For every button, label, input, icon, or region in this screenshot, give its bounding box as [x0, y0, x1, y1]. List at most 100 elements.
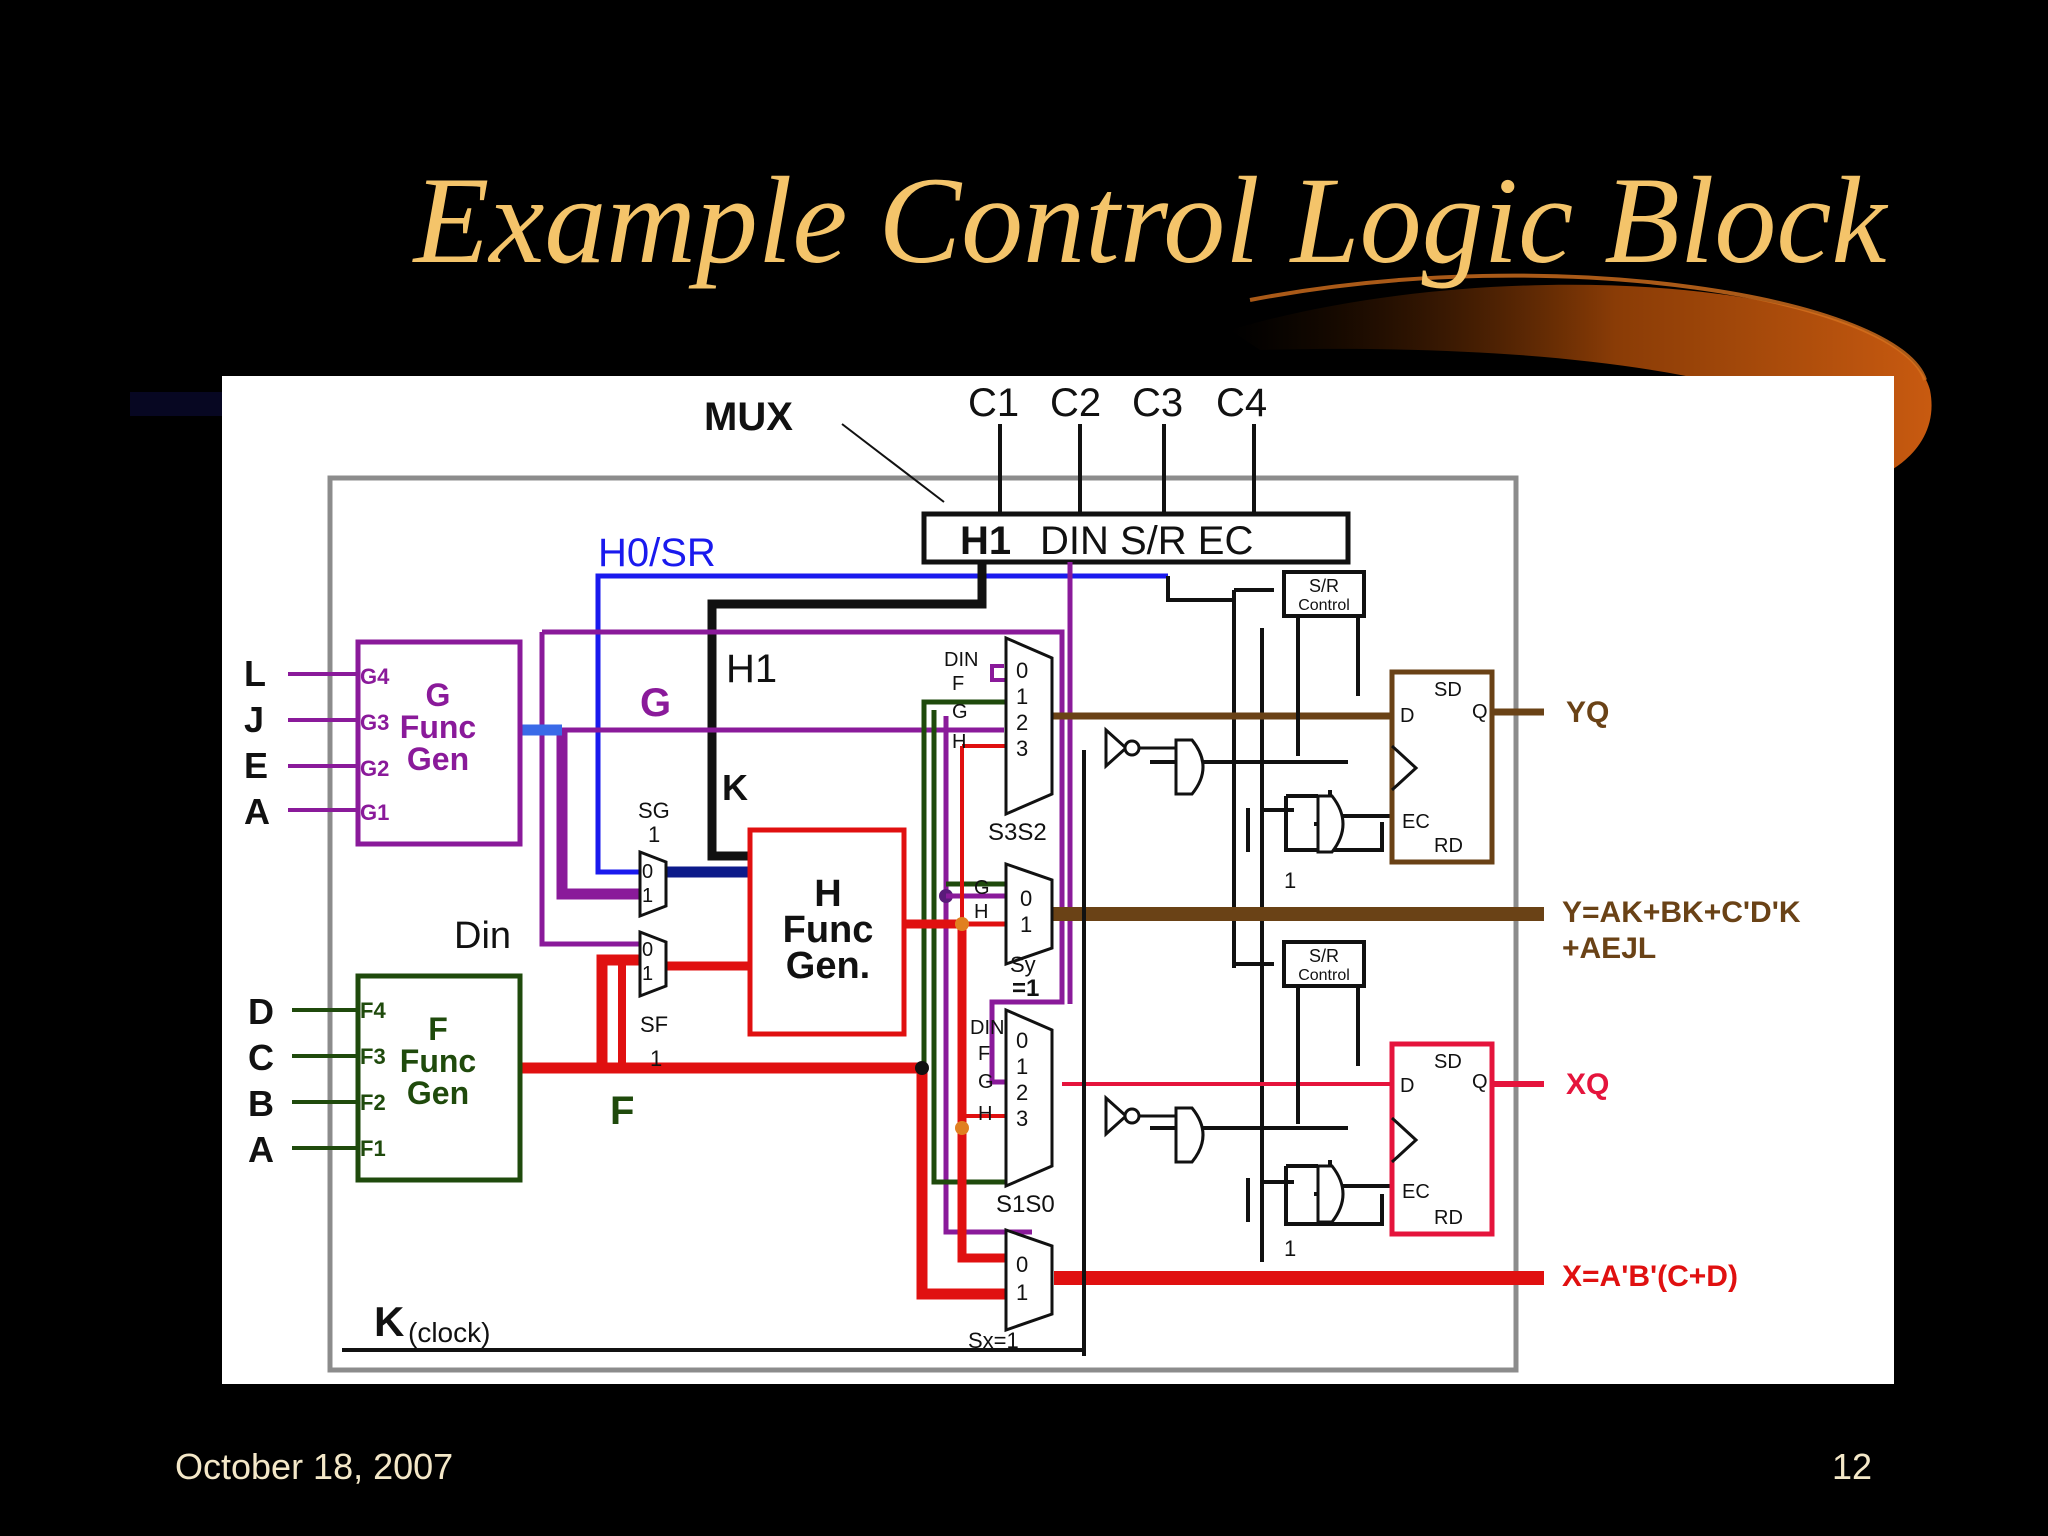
svg-text:DIN: DIN	[970, 1017, 1004, 1039]
mux-sy-label-2: =1	[1012, 975, 1039, 1002]
c4-label: C4	[1216, 381, 1267, 425]
sg-label: SG	[638, 798, 670, 823]
mux-x	[1004, 1007, 1054, 1189]
svg-text:G: G	[952, 701, 968, 723]
svg-text:Control: Control	[1298, 967, 1350, 984]
svg-text:EC: EC	[1402, 1181, 1430, 1203]
svg-text:Control: Control	[1298, 597, 1350, 614]
clb-frame	[327, 475, 1519, 1373]
ff-y-one: 1	[1284, 868, 1296, 893]
mux-sy	[1004, 861, 1054, 967]
svg-text:0: 0	[1016, 1028, 1028, 1053]
svg-text:H: H	[974, 901, 988, 923]
f-pin-f3: F3	[360, 1044, 386, 1069]
svg-text:RD: RD	[1434, 835, 1463, 857]
ff-x-one: 1	[1284, 1236, 1296, 1261]
f-func-gen	[355, 973, 523, 1183]
f-input-a: A	[248, 1129, 274, 1170]
mux-y-select: S3S2	[988, 819, 1047, 846]
flip-flop-x	[1389, 1041, 1495, 1237]
svg-text:1: 1	[642, 885, 653, 907]
output-y-eq-1: Y=AK+BK+C'D'K	[1562, 896, 1801, 929]
f-input-d: D	[248, 991, 274, 1032]
svg-text:F: F	[978, 1043, 990, 1065]
g-wire-label: G	[640, 681, 671, 725]
f-gen-line1: F	[428, 1011, 448, 1047]
g-pin-g4: G4	[360, 664, 390, 689]
mux-sx-label: Sx=1	[968, 1328, 1019, 1353]
sf-value: 1	[650, 1046, 662, 1071]
svg-text:F: F	[952, 673, 964, 695]
mux-label: MUX	[704, 395, 793, 439]
svg-text:DIN: DIN	[944, 649, 978, 671]
svg-text:3: 3	[1016, 1106, 1028, 1131]
and-gate-x	[1174, 1106, 1205, 1164]
flip-flop-y	[1389, 669, 1495, 865]
mux-x-select: S1S0	[996, 1191, 1055, 1218]
f-input-b: B	[248, 1083, 274, 1124]
svg-text:0: 0	[1016, 658, 1028, 683]
and-gate-ec-x	[1316, 1164, 1345, 1224]
svg-text:1: 1	[1020, 912, 1032, 937]
h0sr-label: H0/SR	[598, 531, 716, 575]
f-gen-line3: Gen	[407, 1075, 469, 1111]
clock-k: K	[374, 1298, 404, 1345]
svg-text:H: H	[978, 1103, 992, 1125]
svg-text:D: D	[1400, 705, 1414, 727]
svg-text:G: G	[974, 877, 990, 899]
svg-text:SD: SD	[1434, 1051, 1462, 1073]
output-yq: YQ	[1566, 696, 1609, 729]
svg-text:1: 1	[642, 963, 653, 985]
mux-bar	[921, 511, 1351, 565]
f-pin-f4: F4	[360, 998, 386, 1023]
f-pin-f2: F2	[360, 1090, 386, 1115]
g-input-l: L	[244, 653, 266, 694]
svg-text:2: 2	[1016, 1080, 1028, 1105]
sg-mux	[638, 849, 668, 919]
svg-text:1: 1	[1016, 1054, 1028, 1079]
slide-date: October 18, 2007	[175, 1446, 454, 1487]
slide-number: 12	[1831, 1446, 1872, 1487]
output-x-eq: X=A'B'(C+D)	[1562, 1260, 1738, 1293]
mux-sy-label: Sy	[1010, 952, 1036, 977]
svg-text:EC: EC	[1402, 811, 1430, 833]
mux-y	[1004, 635, 1054, 817]
din-label: Din	[454, 915, 511, 957]
svg-text:G: G	[978, 1071, 994, 1093]
svg-text:S/R: S/R	[1309, 576, 1339, 596]
clock-text: (clock)	[408, 1317, 490, 1348]
svg-text:D: D	[1400, 1075, 1414, 1097]
g-gen-line3: Gen	[407, 741, 469, 777]
c3-label: C3	[1132, 381, 1183, 425]
svg-text:0: 0	[1016, 1252, 1028, 1277]
g-pin-g2: G2	[360, 756, 389, 781]
h-gen-line3: Gen.	[786, 945, 870, 987]
slide-title: Example Control Logic Block	[413, 152, 1887, 289]
f-wire-label: F	[610, 1089, 634, 1133]
h1-wire-label: H1	[726, 647, 777, 691]
svg-text:0: 0	[642, 861, 653, 883]
g-input-a: A	[244, 791, 270, 832]
g-pin-g3: G3	[360, 710, 389, 735]
mux-sx	[1004, 1227, 1054, 1333]
svg-text:SD: SD	[1434, 679, 1462, 701]
h-func-gen	[747, 827, 907, 1037]
and-gate-y	[1174, 738, 1205, 796]
g-gen-line1: G	[426, 677, 451, 713]
g-func-gen	[355, 639, 523, 847]
g-input-j: J	[244, 699, 264, 740]
f-pin-f1: F1	[360, 1136, 386, 1161]
svg-text:2: 2	[1016, 710, 1028, 735]
diagram-panel: MUX C1 C2 C3 C4 H1 DIN S/R EC	[222, 376, 1894, 1384]
c1-label: C1	[968, 381, 1019, 425]
mux-bar-signals: DIN S/R EC	[1040, 519, 1253, 563]
inverter-y	[1104, 726, 1129, 770]
svg-text:Q: Q	[1472, 701, 1488, 723]
svg-text:3: 3	[1016, 736, 1028, 761]
svg-text:S/R: S/R	[1309, 946, 1339, 966]
svg-text:RD: RD	[1434, 1207, 1463, 1229]
k-wire-label: K	[722, 767, 748, 808]
control-logic-diagram: MUX C1 C2 C3 C4 H1 DIN S/R EC	[244, 381, 1801, 1373]
sf-label: SF	[640, 1012, 668, 1037]
